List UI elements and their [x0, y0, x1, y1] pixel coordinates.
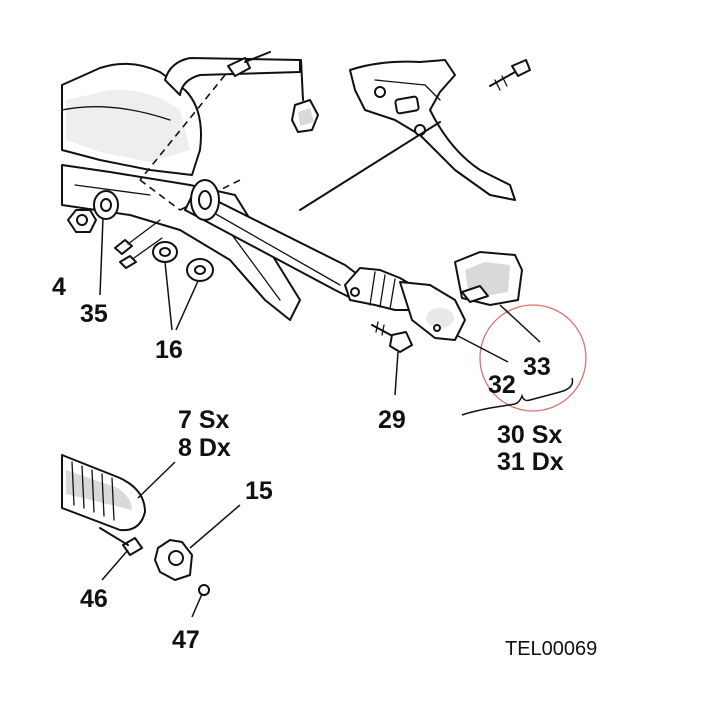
- bolt-29: [371, 321, 413, 353]
- connector-pins: [114, 219, 163, 269]
- hidden-lines: [139, 74, 241, 211]
- leader-lines: [99, 217, 541, 618]
- label-8-dx: 8 Dx: [178, 434, 231, 462]
- nut-4: [67, 209, 97, 233]
- label-47: 47: [172, 626, 200, 654]
- label-32: 32: [488, 371, 516, 399]
- label-46: 46: [80, 585, 108, 613]
- screw-top-right: [489, 59, 531, 91]
- screw-46: [99, 527, 143, 556]
- side-lamp-33: [454, 251, 523, 306]
- drawing-code: TEL00069: [505, 638, 597, 660]
- washer-35: [93, 190, 119, 220]
- group-brace: [461, 377, 574, 416]
- label-16: 16: [155, 336, 183, 364]
- label-29: 29: [378, 406, 406, 434]
- steering-column-housing: [61, 62, 301, 321]
- end-cap-32: [344, 267, 466, 341]
- bushings-16: [152, 241, 214, 282]
- highlight-circle: [479, 304, 587, 412]
- label-4: 4: [52, 273, 66, 301]
- label-30-sx: 30 Sx: [497, 421, 562, 449]
- label-31-dx: 31 Dx: [497, 448, 564, 476]
- label-7-sx: 7 Sx: [178, 406, 230, 434]
- label-15: 15: [245, 477, 273, 505]
- stalk-bracket: [299, 59, 516, 211]
- clip-15: [154, 539, 193, 581]
- label-33: 33: [523, 353, 551, 381]
- indicator-7-8: [61, 454, 146, 532]
- ball-47: [198, 584, 210, 596]
- label-35: 35: [80, 300, 108, 328]
- upper-bracket: [164, 57, 319, 133]
- screw-top-left: [227, 51, 271, 77]
- steering-rod: [184, 179, 366, 301]
